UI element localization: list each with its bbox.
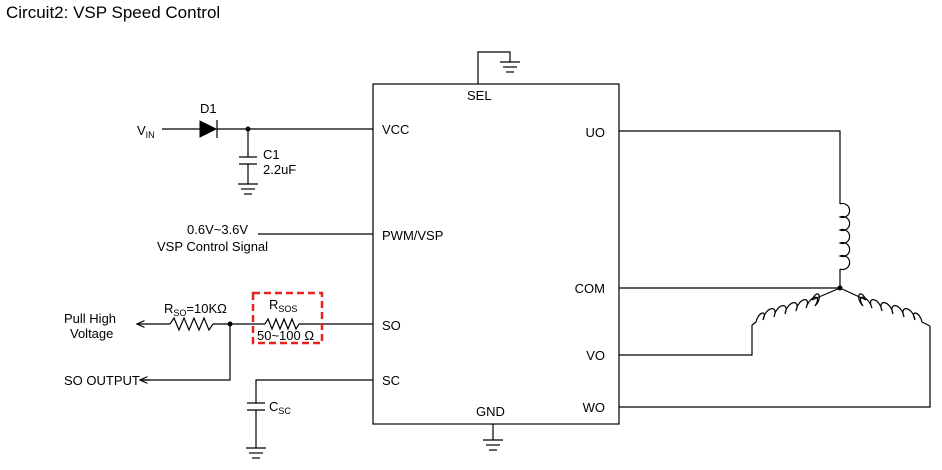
c1-name-label: C1: [263, 147, 280, 162]
csc-label: CSC: [269, 399, 291, 416]
motor-windings: [619, 130, 931, 408]
sel-ground-wire: [477, 51, 520, 84]
pin-com-label: COM: [575, 281, 605, 296]
vin-label: VIN: [137, 123, 155, 140]
rsos-value-label: 50~100 Ω: [257, 328, 314, 343]
c1-value-label: 2.2uF: [263, 162, 296, 177]
pin-gnd-label: GND: [476, 404, 505, 419]
vsp-desc-label: VSP Control Signal: [157, 239, 268, 254]
rso-label: RSO=10KΩ: [164, 301, 227, 318]
pin-vo-label: VO: [586, 348, 605, 363]
pull-high-label-line2: Voltage: [70, 326, 113, 341]
resistor-rsos: [264, 317, 300, 331]
capacitor-csc: [246, 379, 373, 459]
diode-d1: [199, 120, 218, 138]
so-output-label: SO OUTPUT: [64, 373, 140, 388]
diode-d1-label: D1: [200, 101, 217, 116]
capacitor-c1: [238, 129, 258, 195]
vsp-range-label: 0.6V~3.6V: [187, 222, 248, 237]
pin-uo-label: UO: [586, 125, 606, 140]
rsos-highlight-box: [251, 291, 324, 345]
rsos-label: RSOS: [269, 297, 297, 314]
resistor-rso: [169, 316, 214, 332]
pin-pwm-vsp-label: PWM/VSP: [382, 228, 443, 243]
ic-block: [372, 83, 620, 425]
pin-wo-label: WO: [583, 400, 605, 415]
pin-so-label: SO: [382, 318, 401, 333]
pull-high-label-line1: Pull High: [64, 311, 116, 326]
diagram-title: Circuit2: VSP Speed Control: [6, 3, 220, 22]
so-output-wire: [140, 324, 231, 381]
pin-vcc-label: VCC: [382, 122, 409, 137]
gnd-ground-symbol: [483, 424, 503, 451]
pin-sc-label: SC: [382, 373, 400, 388]
pin-sel-label: SEL: [467, 88, 492, 103]
